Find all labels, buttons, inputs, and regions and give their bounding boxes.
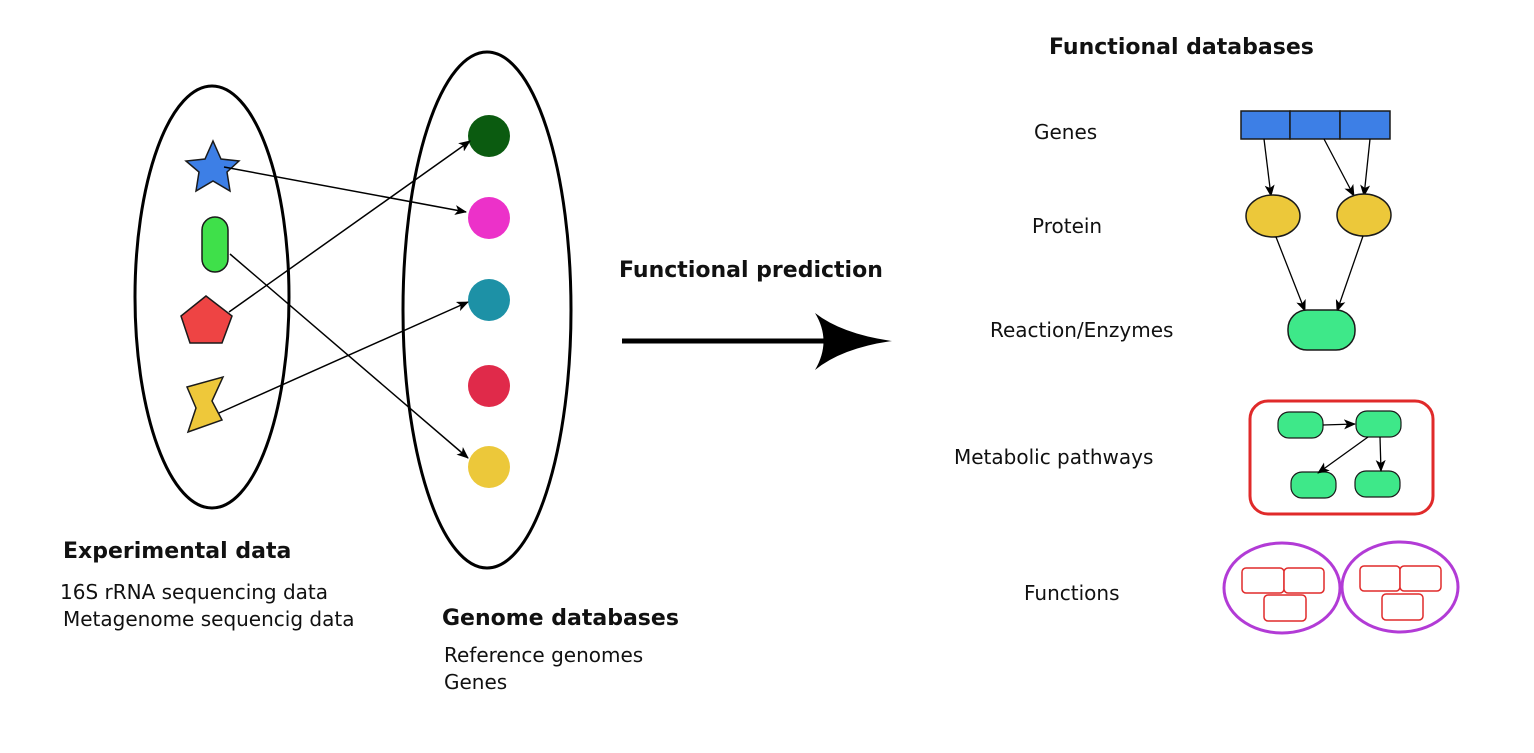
functional-prediction-arrow-head [815,313,892,370]
function-group-icon-1 [1222,541,1342,635]
functional-prediction-label: Functional prediction [619,258,883,283]
protein-oval-icon-2 [1336,193,1392,237]
gene-to-protein-arrow-2 [1323,138,1355,197]
experimental-data-ellipse [133,84,291,510]
level-label-functions: Functions [1024,581,1120,605]
experimental-data-line-2: Metagenome sequencig data [63,607,355,631]
genome-databases-ellipse [401,50,573,570]
blue-star-icon [184,139,241,193]
red-circle-icon [468,365,510,407]
functional-databases-title: Functional databases [1049,35,1314,60]
level-label-genes: Genes [1034,120,1098,144]
protein-oval-icon-1 [1245,194,1301,238]
gene-to-protein-arrow-3 [1360,138,1371,197]
mapping-arrow-star-to-magenta [223,166,467,215]
pathway-node-4 [1354,470,1401,498]
protein-to-enzyme-arrow-1 [1275,236,1306,312]
function-group-icon-2 [1340,540,1460,634]
teal-circle-icon [468,279,510,321]
pathway-node-1 [1277,411,1324,439]
enzyme-capsule-icon [1287,309,1356,351]
yellow-zigzag-icon [185,375,225,434]
dark-green-circle-icon [468,115,510,157]
genome-databases-title: Genome databases [442,606,679,631]
gene-blocks-icon [1240,110,1391,140]
red-pentagon-icon [180,295,233,344]
magenta-circle-icon [468,197,510,239]
genome-databases-line-1: Reference genomes [444,643,644,667]
genome-databases-line-2: Genes [444,670,508,694]
metabolic-pathway-box [1248,399,1435,516]
mapping-arrow-zigzag-to-teal [218,301,469,414]
pathway-node-3 [1290,471,1337,499]
experimental-data-title: Experimental data [63,539,292,564]
gene-to-protein-arrow-1 [1263,138,1275,197]
pathway-node-2 [1355,410,1402,438]
mapping-arrow-capsule-to-yellow [229,253,469,459]
experimental-data-line-1: 16S rRNA sequencing data [60,580,329,604]
level-label-metabolic-pathways: Metabolic pathways [954,445,1154,469]
level-label-reaction-enzymes: Reaction/Enzymes [990,318,1174,342]
protein-to-enzyme-arrow-2 [1335,235,1364,312]
green-capsule-icon [201,216,229,273]
pathway-arrow-2 [1317,436,1369,474]
mapping-arrow-pentagon-to-darkgreen [228,140,471,313]
yellow-circle-icon [468,446,510,488]
pathway-arrow-3 [1375,436,1386,472]
pathway-arrow-1 [1322,419,1356,430]
level-label-protein: Protein [1032,214,1103,238]
